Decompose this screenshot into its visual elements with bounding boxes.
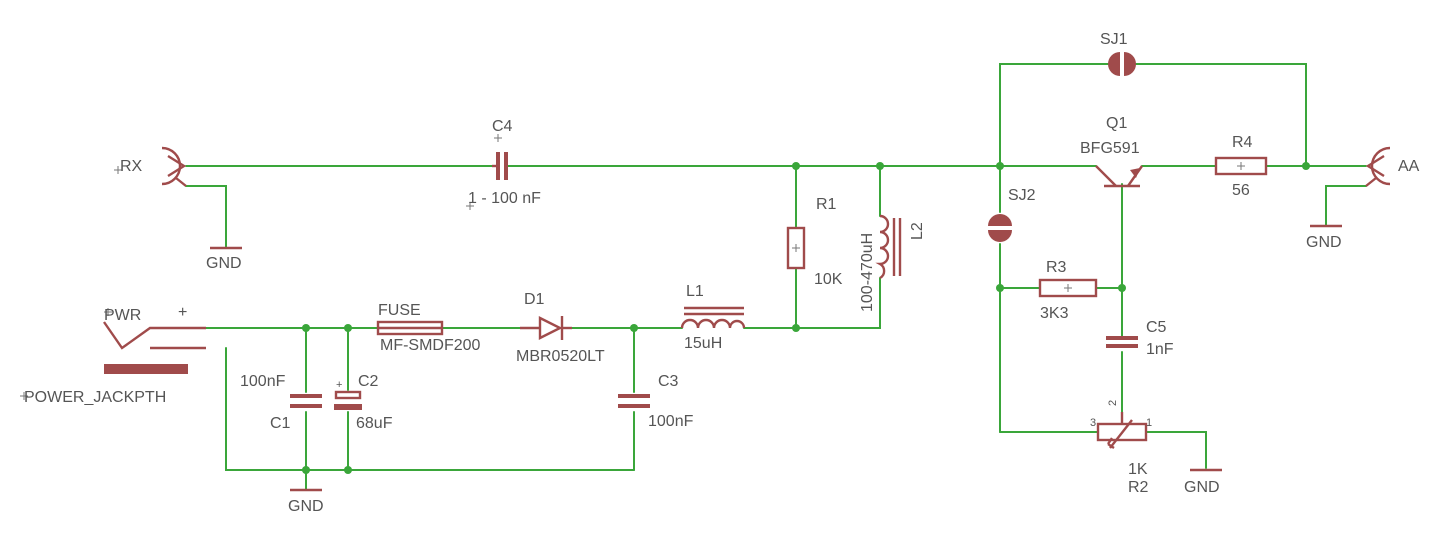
r4-name: R4 <box>1232 134 1253 151</box>
inductor-l2: L2 100-470uH <box>859 214 926 312</box>
c3-name: C3 <box>658 373 679 390</box>
fuse: FUSE MF-SMDF200 <box>376 302 481 354</box>
c4-name: C4 <box>492 118 513 135</box>
c2-polarity: + <box>336 379 342 391</box>
transistor-q1: Q1 BFG591 <box>1080 115 1143 188</box>
capacitor-c3: C3 100nF <box>618 373 694 430</box>
capacitor-c2: + C2 68uF <box>334 373 393 432</box>
r1-value: 10K <box>814 271 843 288</box>
junction <box>1302 162 1310 170</box>
gnd-bottom: GND <box>288 488 324 515</box>
l1-value: 15uH <box>684 335 722 352</box>
q1-value: BFG591 <box>1080 140 1140 157</box>
r3-value: 3K3 <box>1040 305 1069 322</box>
c2-name: C2 <box>358 373 379 390</box>
sj2-name: SJ2 <box>1008 187 1036 204</box>
aa-connector: AA <box>1365 146 1420 187</box>
c3-value: 100nF <box>648 413 694 430</box>
d1-name: D1 <box>524 291 545 308</box>
r2-pin2: 2 <box>1107 400 1119 406</box>
fuse-value: MF-SMDF200 <box>380 337 481 354</box>
r1-name: R1 <box>816 196 837 213</box>
rx-connector: RX <box>114 146 187 187</box>
gnd-label: GND <box>288 498 324 515</box>
sj1-name: SJ1 <box>1100 31 1128 48</box>
gnd-label: GND <box>1184 479 1220 496</box>
power-jack-pwr: PWR + POWER_JACKPTH <box>20 304 206 406</box>
d1-value: MBR0520LT <box>516 348 605 365</box>
diode-d1: D1 MBR0520LT <box>516 291 605 365</box>
pwr-plus: + <box>178 304 187 321</box>
pwr-value: POWER_JACKPTH <box>24 389 166 406</box>
rx-label: RX <box>120 158 143 175</box>
capacitor-c1: 100nF C1 <box>240 373 322 432</box>
aa-label: AA <box>1398 158 1420 175</box>
gnd-r2: GND <box>1184 468 1222 496</box>
r4-value: 56 <box>1232 182 1250 199</box>
gnd-label: GND <box>1306 234 1342 251</box>
junction <box>996 162 1004 170</box>
fuse-name: FUSE <box>378 302 421 319</box>
inductor-l1: L1 15uH <box>680 283 746 352</box>
wires <box>149 63 1367 491</box>
c1-value: 100nF <box>240 373 286 390</box>
junction <box>996 284 1004 292</box>
l2-value: 100-470uH <box>859 233 876 312</box>
gnd-label: GND <box>206 255 242 272</box>
junction <box>302 466 310 474</box>
junction <box>792 162 800 170</box>
r3-name: R3 <box>1046 259 1067 276</box>
c5-value: 1nF <box>1146 341 1174 358</box>
junction <box>630 324 638 332</box>
r2-value: 1K <box>1128 461 1148 478</box>
capacitor-c5: C5 1nF <box>1106 319 1174 358</box>
c5-name: C5 <box>1146 319 1167 336</box>
l2-name: L2 <box>909 222 926 240</box>
junctions <box>302 162 1310 474</box>
c4-value: 1 - 100 nF <box>468 190 541 207</box>
gnd-rx: GND <box>206 246 242 272</box>
potentiometer-r2: 2 3 1 1K R2 <box>1090 400 1152 496</box>
r2-name: R2 <box>1128 479 1149 496</box>
junction <box>344 324 352 332</box>
resistor-r3: R3 3K3 <box>1038 259 1098 322</box>
l1-name: L1 <box>686 283 704 300</box>
resistor-r1: R1 10K <box>786 196 843 288</box>
junction <box>1118 284 1126 292</box>
solder-jumper-sj1: SJ1 <box>1100 31 1136 76</box>
c1-name: C1 <box>270 415 291 432</box>
resistor-r4: R4 56 <box>1214 134 1268 199</box>
r2-pin1: 1 <box>1146 417 1152 429</box>
junction <box>344 466 352 474</box>
c2-value: 68uF <box>356 415 393 432</box>
solder-jumper-sj2: SJ2 <box>988 187 1036 242</box>
capacitor-c4: C4 1 - 100 nF <box>466 118 541 210</box>
q1-name: Q1 <box>1106 115 1127 132</box>
pwr-name: PWR <box>104 307 141 324</box>
junction <box>876 162 884 170</box>
junction <box>792 324 800 332</box>
gnd-aa: GND <box>1306 224 1342 251</box>
r2-pin3: 3 <box>1090 417 1096 429</box>
junction <box>302 324 310 332</box>
